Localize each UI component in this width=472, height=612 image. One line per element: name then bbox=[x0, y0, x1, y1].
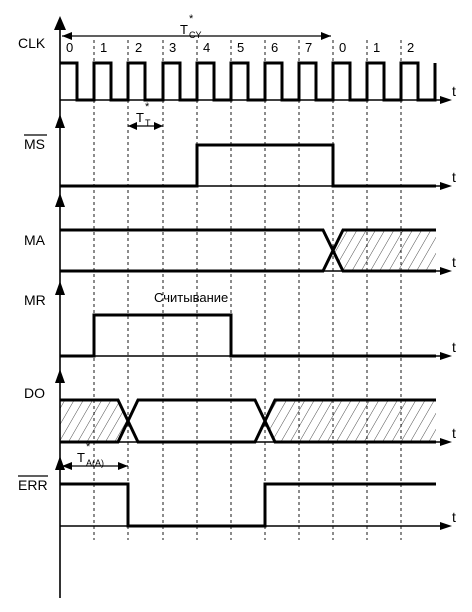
tcy-annotation: * T CY bbox=[62, 13, 331, 40]
clock-tick: 2 bbox=[407, 40, 414, 55]
do-invalid-region-right bbox=[265, 400, 436, 442]
t-label-clk: t bbox=[452, 83, 456, 99]
signal-label-err: ERR bbox=[18, 477, 48, 493]
ta-annotation: * T A(A) bbox=[62, 441, 128, 470]
t-label-ma: t bbox=[452, 254, 456, 270]
clock-tick: 0 bbox=[66, 40, 73, 55]
t-label-ms: t bbox=[452, 169, 456, 185]
tcy-label: T bbox=[180, 22, 188, 37]
time-labels: t t t t t t bbox=[452, 83, 456, 525]
clock-tick: 5 bbox=[237, 40, 244, 55]
tt-annotation: * T T bbox=[128, 101, 163, 130]
clk-waveform bbox=[60, 61, 437, 102]
ta-label: T bbox=[77, 450, 85, 465]
clock-tick: 3 bbox=[169, 40, 176, 55]
do-invalid-region-left bbox=[60, 400, 127, 442]
mr-waveform: Считывание bbox=[60, 290, 436, 358]
tcy-star: * bbox=[189, 13, 194, 25]
ms-waveform bbox=[60, 143, 436, 188]
ma-invalid-region bbox=[333, 230, 436, 271]
ta-star: * bbox=[86, 441, 91, 453]
clock-tick: 6 bbox=[271, 40, 278, 55]
clock-tick: 1 bbox=[100, 40, 107, 55]
t-label-err: t bbox=[452, 509, 456, 525]
tt-label: T bbox=[136, 110, 144, 125]
clock-ticks: 0 1 2 3 4 5 6 7 0 1 2 bbox=[66, 40, 414, 55]
err-waveform bbox=[60, 482, 436, 528]
tt-star: * bbox=[145, 101, 150, 113]
t-label-mr: t bbox=[452, 339, 456, 355]
tcy-subscript: CY bbox=[189, 30, 202, 40]
grid-lines bbox=[93, 40, 402, 540]
clock-tick: 4 bbox=[203, 40, 210, 55]
clock-tick: 0 bbox=[339, 40, 346, 55]
t-label-do: t bbox=[452, 425, 456, 441]
read-label: Считывание bbox=[154, 290, 228, 305]
vertical-axis bbox=[54, 16, 66, 598]
signal-label-clk: CLK bbox=[18, 35, 46, 51]
clock-tick: 2 bbox=[135, 40, 142, 55]
ma-waveform bbox=[60, 228, 436, 273]
signal-labels: CLK MS MA MR DO ERR bbox=[18, 35, 48, 493]
clock-tick: 1 bbox=[373, 40, 380, 55]
signal-label-ms: MS bbox=[24, 136, 45, 152]
clock-tick: 7 bbox=[305, 40, 312, 55]
tt-subscript: T bbox=[145, 118, 151, 128]
do-waveform bbox=[60, 398, 436, 444]
ta-subscript: A(A) bbox=[86, 458, 104, 468]
signal-label-do: DO bbox=[24, 385, 45, 401]
signal-label-ma: MA bbox=[24, 232, 46, 248]
signal-label-mr: MR bbox=[24, 292, 46, 308]
